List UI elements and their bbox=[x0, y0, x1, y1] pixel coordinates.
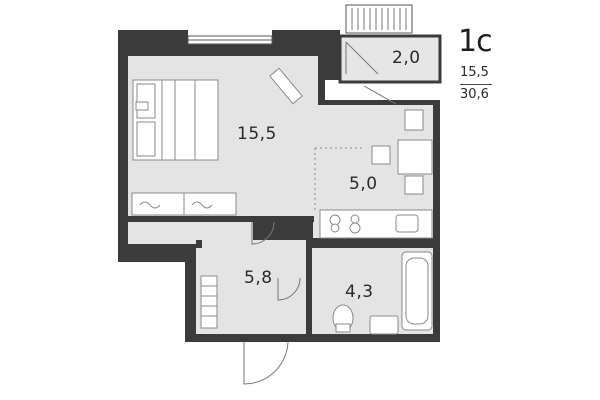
hallway-area-label: 5,8 bbox=[244, 268, 273, 288]
wardrobe bbox=[131, 192, 237, 216]
bathroom-fixtures bbox=[332, 251, 433, 335]
total-area-value: 30,6 bbox=[460, 87, 489, 102]
bathroom-area-label: 4,3 bbox=[345, 282, 374, 302]
summary-divider bbox=[460, 84, 492, 85]
kitchen-furniture bbox=[314, 109, 433, 239]
living-area-value: 15,5 bbox=[460, 65, 489, 80]
kitchen-area-label: 5,0 bbox=[349, 174, 378, 194]
bed bbox=[132, 79, 219, 161]
hall-passage-floor bbox=[128, 220, 253, 244]
ironing-board bbox=[269, 67, 303, 105]
doors bbox=[243, 85, 397, 385]
balcony-area-label: 2,0 bbox=[392, 48, 421, 68]
shoe-rack bbox=[200, 275, 218, 329]
living-room-area-label: 15,5 bbox=[237, 124, 277, 144]
window-top bbox=[187, 35, 273, 45]
inner-walls bbox=[128, 216, 440, 342]
apartment-type: 1с bbox=[458, 24, 493, 59]
balcony bbox=[338, 4, 442, 84]
